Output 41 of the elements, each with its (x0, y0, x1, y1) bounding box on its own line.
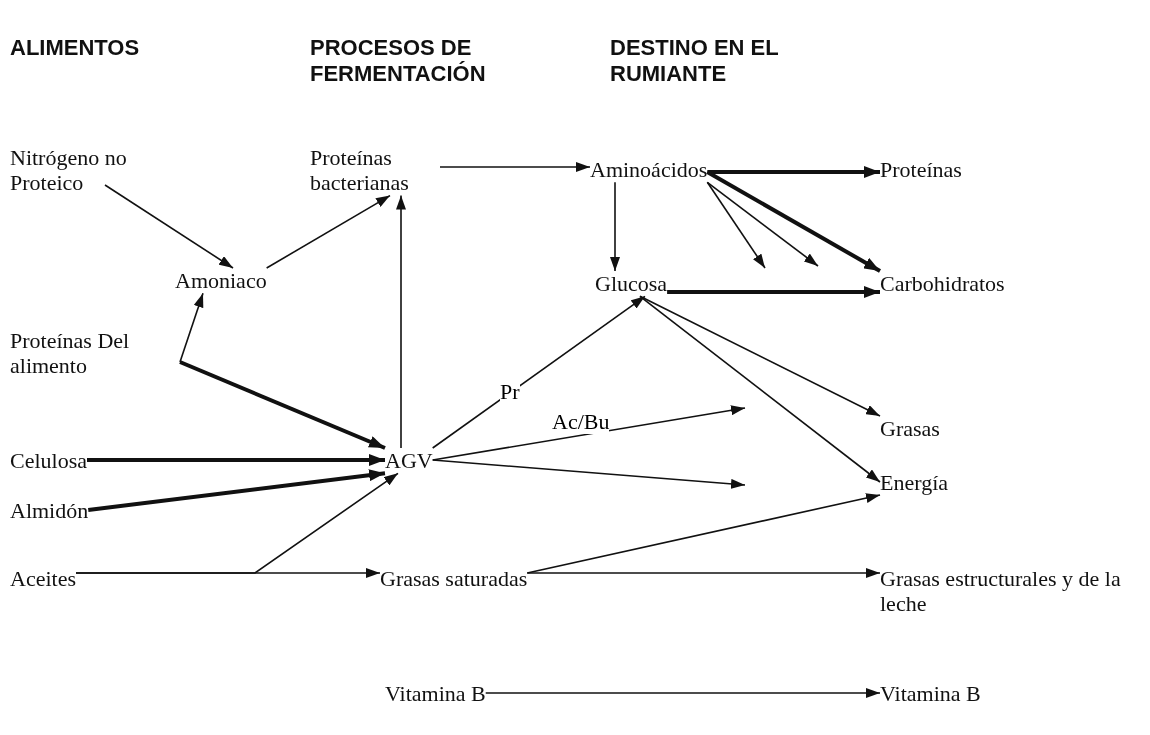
node-label: Glucosa (595, 271, 668, 297)
arrow (431, 295, 646, 449)
node-label: Carbohidratos (880, 271, 1005, 297)
arrow (396, 194, 406, 449)
node-label: Almidón (10, 498, 89, 524)
node-label: Vitamina B (880, 681, 981, 707)
arrow (706, 181, 766, 269)
node-label: Celulosa (10, 448, 87, 474)
node-label: Proteínas (880, 157, 962, 183)
arrow (265, 194, 391, 269)
arrow (707, 166, 880, 178)
arrow (439, 162, 591, 172)
arrow (179, 292, 204, 363)
node-label: Vitamina B (385, 681, 486, 707)
arrow (484, 688, 881, 698)
node-label: Grasas estructurales y de la leche (880, 566, 1140, 617)
arrow (610, 181, 620, 272)
arrow (526, 568, 881, 578)
node-label: Nitrógeno no Proteico (10, 145, 160, 196)
arrow (706, 181, 819, 267)
node-label: Energía (880, 470, 948, 496)
arrow (88, 469, 386, 512)
arrow (639, 295, 881, 483)
node-label: Proteínas bacterianas (310, 145, 440, 196)
arrow (667, 286, 880, 298)
arrow (431, 459, 746, 489)
node-label: Proteínas Del alimento (10, 328, 180, 379)
arrow (706, 170, 881, 273)
node-label: Grasas saturadas (380, 566, 528, 592)
column-heading: ALIMENTOS (10, 35, 141, 62)
arrow (179, 360, 386, 450)
arrow (87, 454, 385, 466)
arrow (104, 184, 234, 269)
node-label: Aminoácidos (590, 157, 708, 183)
node-label: Grasas (880, 416, 940, 442)
node-label: Aceites (10, 566, 76, 592)
arrow (75, 472, 399, 574)
column-heading: PROCESOS DE FERMENTACIÓN (310, 35, 487, 88)
node-label: AGV (385, 448, 433, 474)
node-label: Amoniaco (175, 268, 267, 294)
column-heading: DESTINO EN EL RUMIANTE (610, 35, 780, 88)
